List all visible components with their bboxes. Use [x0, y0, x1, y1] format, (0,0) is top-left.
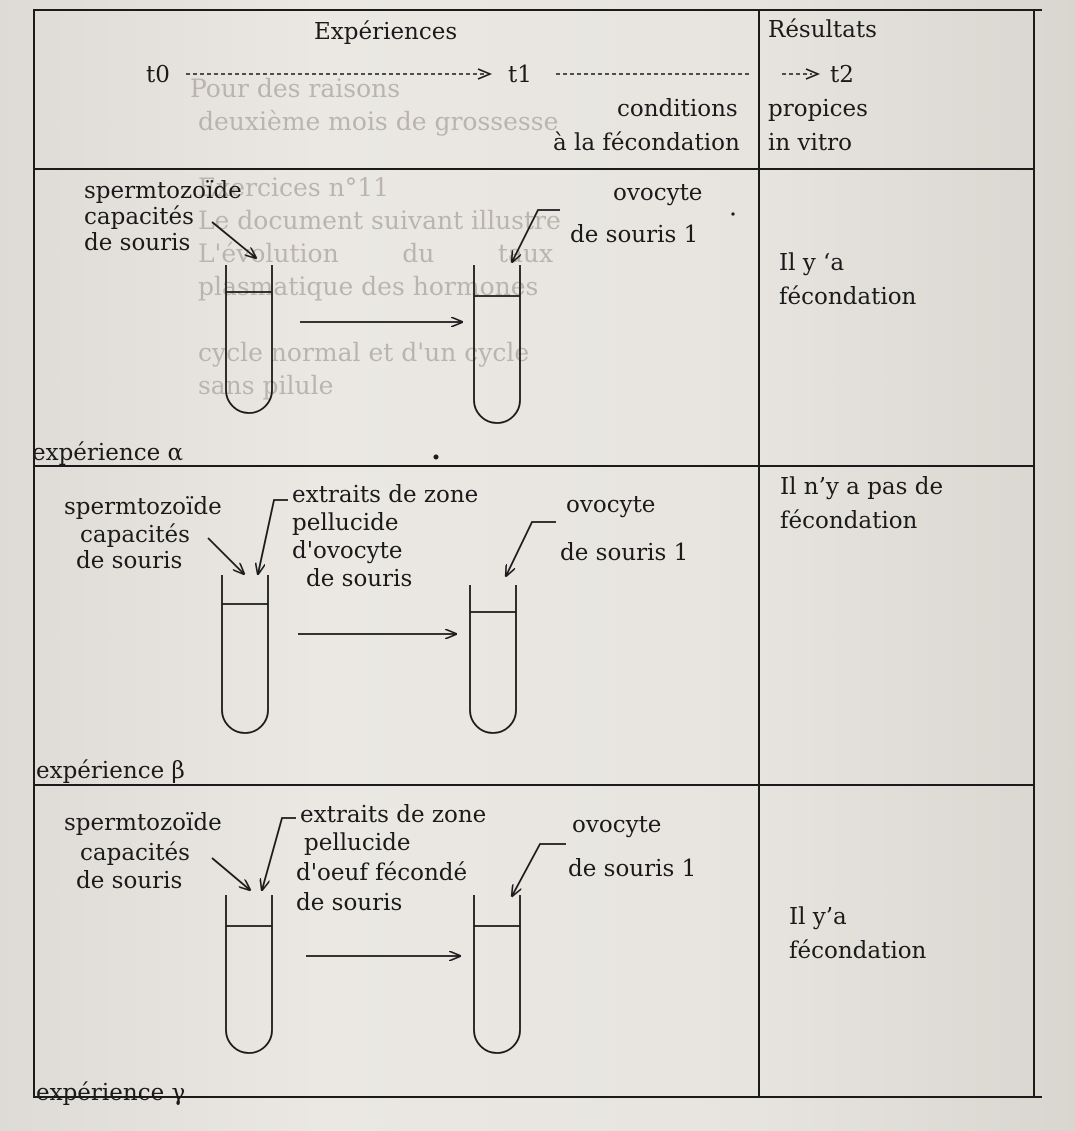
alpha-experiment-label: expérience α	[32, 440, 184, 466]
row-divider-alpha	[34, 465, 1034, 467]
alpha-sperm-pointer	[211, 221, 256, 258]
gamma-ovocyte-line2: de souris 1	[568, 856, 697, 882]
ink-speck	[433, 454, 439, 460]
gamma-extract-line3: d'oeuf fécondé	[296, 860, 468, 886]
beta-experiment-label: expérience β	[36, 758, 185, 784]
alpha-ovocyte-line1: ovocyte	[613, 180, 703, 206]
beta-sperm-line1: spermtozoïde	[64, 494, 222, 520]
table-border-left	[33, 9, 35, 1098]
alpha-result-line1: Il y ‘a	[779, 250, 845, 276]
timeline-t2: t2	[830, 62, 854, 88]
beta-extract-pointer	[258, 499, 288, 574]
timeline-arrowhead-t1	[477, 68, 493, 80]
table-border-top	[34, 9, 1042, 11]
gamma-extract-line2: pellucide	[304, 830, 411, 856]
beta-sperm-line3: de souris	[76, 548, 183, 574]
gamma-sperm-line1: spermtozoïde	[64, 810, 222, 836]
timeline-arrowhead-t2	[805, 68, 821, 80]
alpha-sperm-line1: spermtozoïde	[84, 178, 242, 204]
gamma-ovocyte-tube	[473, 895, 521, 1054]
experiences-title: Expériences	[314, 19, 458, 45]
conditions-line1: conditions	[617, 96, 738, 122]
alpha-sperm-tube	[225, 265, 273, 414]
gamma-extract-line1: extraits de zone	[300, 802, 487, 828]
beta-ovocyte-line1: ovocyte	[566, 492, 656, 518]
column-divider	[758, 9, 760, 1098]
gamma-ovocyte-pointer	[512, 843, 566, 896]
gamma-result-line1: Il y’a	[789, 904, 847, 930]
timeline-t1: t1	[508, 62, 532, 88]
alpha-sperm-line3: de souris	[84, 230, 191, 256]
beta-ovocyte-line2: de souris 1	[560, 540, 689, 566]
alpha-sperm-line2: capacités	[84, 204, 194, 230]
table-border-right	[1033, 9, 1035, 1098]
ink-speck	[731, 212, 735, 216]
row-divider-beta	[34, 784, 1034, 786]
beta-extract-line3: d'ovocyte	[292, 538, 403, 564]
beta-sperm-pointer	[207, 537, 244, 574]
alpha-result-line2: fécondation	[779, 284, 917, 310]
row-divider-header	[34, 168, 1034, 170]
alpha-ovocyte-line2: de souris 1	[570, 222, 699, 248]
gamma-experiment-label: expérience γ	[36, 1080, 186, 1106]
conditions-line2: à la fécondation	[553, 130, 740, 156]
gamma-sperm-line3: de souris	[76, 868, 183, 894]
table-border-bottom	[34, 1096, 1042, 1098]
gamma-sperm-pointer	[211, 857, 250, 890]
beta-extract-line2: pellucide	[292, 510, 399, 536]
gamma-extract-pointer	[262, 817, 296, 890]
gamma-extract-line4: de souris	[296, 890, 403, 916]
beta-sperm-line2: capacités	[80, 522, 190, 548]
propices-line1: propices	[768, 96, 868, 122]
beta-extract-line4: de souris	[306, 566, 413, 592]
beta-result-line1: Il n’y a pas de	[780, 474, 944, 500]
gamma-result-line2: fécondation	[789, 938, 927, 964]
timeline-t0: t0	[146, 62, 170, 88]
gamma-sperm-tube	[225, 895, 273, 1054]
gamma-sperm-line2: capacités	[80, 840, 190, 866]
beta-extract-line1: extraits de zone	[292, 482, 479, 508]
gamma-ovocyte-line1: ovocyte	[572, 812, 662, 838]
beta-sperm-tube	[221, 575, 269, 734]
alpha-ovocyte-tube	[473, 265, 521, 424]
beta-result-line2: fécondation	[780, 508, 918, 534]
results-title: Résultats	[768, 17, 877, 43]
propices-line2: in vitro	[768, 130, 852, 156]
beta-ovocyte-pointer	[506, 521, 556, 576]
beta-ovocyte-tube	[469, 585, 517, 734]
alpha-ovocyte-pointer	[512, 209, 560, 262]
